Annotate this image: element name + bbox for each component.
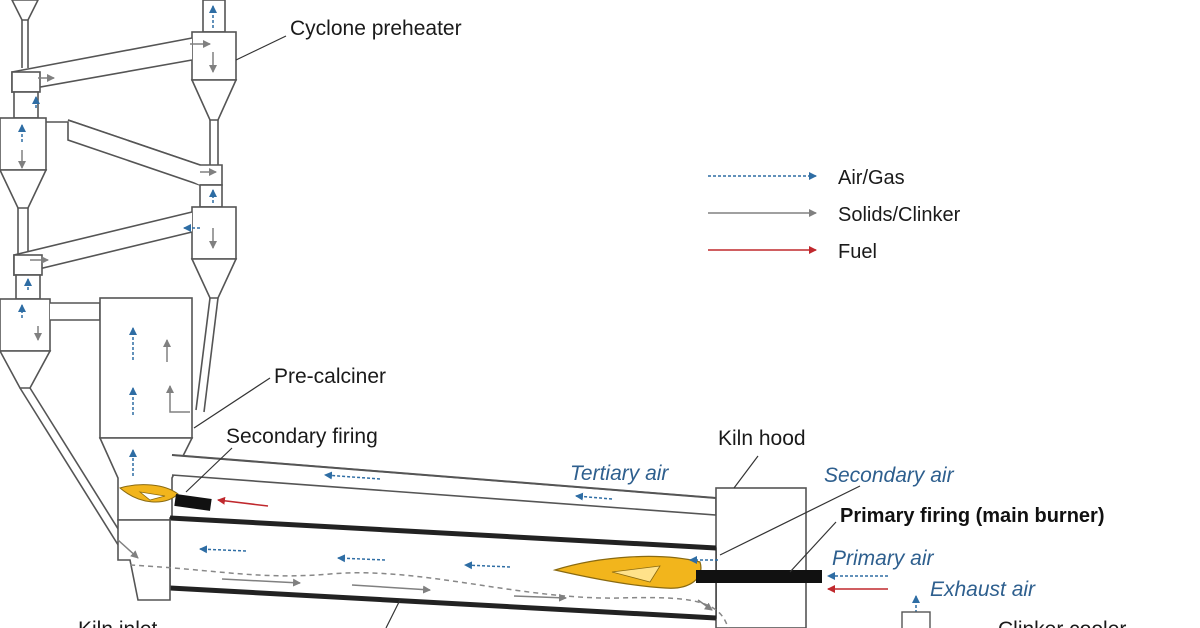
cyclone-preheater-tower xyxy=(0,0,238,549)
fuel-arrows xyxy=(217,496,888,593)
tertiary-air-label: Tertiary air xyxy=(570,462,669,485)
cyclone-3 xyxy=(191,206,237,260)
clinker-cooler-label: Clinker cooler xyxy=(998,618,1126,628)
top-left-cone xyxy=(11,0,39,21)
legend-solids-label: Solids/Clinker xyxy=(838,204,961,226)
secondary-firing-flame xyxy=(118,484,179,503)
pre-calciner-label: Pre-calciner xyxy=(274,365,386,388)
clinker-cooler-box xyxy=(901,611,931,628)
legend: Air/Gas Solids/Clinker Fuel xyxy=(708,167,961,263)
solids-clinker-arrows xyxy=(18,40,713,611)
legend-fuel-label: Fuel xyxy=(838,241,877,263)
secondary-burner-pipe xyxy=(174,493,212,511)
top-right-duct xyxy=(202,0,226,33)
rotary-kiln xyxy=(117,515,729,628)
air-gas-arrows xyxy=(18,5,920,628)
material-bed-path xyxy=(129,564,729,628)
duct-2 xyxy=(46,119,201,187)
cyclone-preheater-label: Cyclone preheater xyxy=(290,17,462,40)
primary-air-label: Primary air xyxy=(832,547,935,570)
secondary-firing-label: Secondary firing xyxy=(226,425,378,448)
main-burner-pipe xyxy=(696,570,822,583)
cyclone-1 xyxy=(191,31,237,81)
secondary-air-label: Secondary air xyxy=(824,464,955,487)
kiln-hood-label: Kiln hood xyxy=(718,427,806,450)
exhaust-air-label: Exhaust air xyxy=(930,578,1036,601)
kiln-hood-box xyxy=(715,487,807,628)
leader-lines xyxy=(185,35,861,628)
legend-air-gas-label: Air/Gas xyxy=(838,167,905,189)
calciner-vessel xyxy=(99,297,193,439)
primary-firing-label: Primary firing (main burner) xyxy=(840,505,1105,527)
cyclone-2 xyxy=(0,117,47,171)
kiln-inlet-label: Kiln inlet xyxy=(78,618,158,628)
cyclone-4 xyxy=(0,298,51,352)
